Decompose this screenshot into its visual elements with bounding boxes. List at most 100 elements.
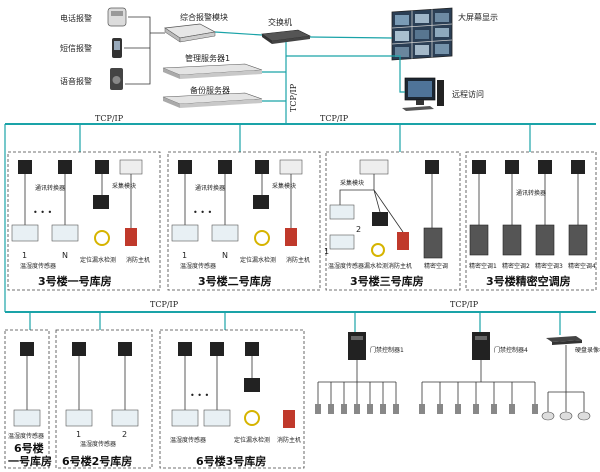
room-b3-2-fire-label: 消防主机 xyxy=(286,256,310,264)
room-b3-3-acq-label: 采集模块 xyxy=(340,179,364,187)
management-server-label: 管理服务器1 xyxy=(185,53,230,63)
acquisition-module-icon xyxy=(359,159,389,175)
room-b3-1-fire-label: 消防主机 xyxy=(126,256,150,264)
door-lock-icon xyxy=(509,404,515,414)
remote-access-wire xyxy=(286,55,405,93)
room-b3-2-acq-label: 采集模块 xyxy=(272,182,296,190)
alarm-module-label: 综合报警模块 xyxy=(180,12,228,22)
backup-server-icon xyxy=(162,92,263,108)
fire-host-icon xyxy=(285,228,297,246)
room-b6-2-n1: 1 xyxy=(76,430,81,439)
door-lock-icon xyxy=(437,404,443,414)
tcpip-vertical-label: TCP/IP xyxy=(289,83,298,112)
sms-alarm-icon xyxy=(112,38,122,58)
leak-cable-icon xyxy=(244,410,260,426)
access-tree-4 xyxy=(419,360,538,414)
room-b3-3-sensor-row-label: 温湿度传感器漏水检测消防主机 xyxy=(328,262,412,270)
access-controller-1-label: 门禁控制器1 xyxy=(370,346,404,354)
room-b6-3-sensor-label: 温湿度传感器 xyxy=(170,436,206,444)
camera-icon xyxy=(559,411,573,421)
room-b3-1-frame xyxy=(7,151,161,291)
voice-alarm-icon xyxy=(110,68,123,90)
room-b3-1-nN: N xyxy=(62,251,68,260)
room-b3-ac-ac1: 精密空调1 xyxy=(469,262,497,270)
room-b6-2-n2: 2 xyxy=(122,430,127,439)
comm-converter-icon xyxy=(18,160,32,174)
room-b3-ac-ac3: 精密空调3 xyxy=(535,262,563,270)
door-lock-icon xyxy=(380,404,386,414)
room-b6-3-devices xyxy=(171,342,295,428)
lower-drop-wires xyxy=(29,312,561,335)
room-b3-ac-frame xyxy=(465,151,597,291)
comm-converter-icon xyxy=(505,160,519,174)
sms-alarm-label: 短信报警 xyxy=(60,43,92,53)
leak-cable-icon xyxy=(371,243,385,257)
room-b3-2-frame xyxy=(167,151,321,291)
room-b3-3-ac-label: 精密空调 xyxy=(424,262,448,270)
door-lock-icon xyxy=(328,404,334,414)
backup-server-label: 备份服务器 xyxy=(190,85,230,95)
room-b6-2-devices xyxy=(65,342,139,427)
room-b6-3-dots: • • • xyxy=(190,391,209,400)
card-reader-icon xyxy=(455,404,461,414)
alarm-module-icon xyxy=(164,23,217,43)
comm-converter-icon xyxy=(118,342,132,356)
temp-humidity-sensor-icon xyxy=(329,204,355,220)
room-b3-1-sensor-label: 温湿度传感器 xyxy=(20,262,56,270)
tcpip-bus-label-4: TCP/IP xyxy=(450,300,479,309)
room-b6-3-fire-label: 消防主机 xyxy=(277,436,301,444)
room-b3-3-devices xyxy=(329,159,443,259)
switch-icon xyxy=(261,29,312,44)
acquisition-module-icon xyxy=(279,159,303,175)
room-b6-3-title: 6号楼3号库房 xyxy=(196,454,266,468)
comm-converter-icon xyxy=(571,160,585,174)
phone-alarm-icon xyxy=(107,7,127,27)
room-b3-2-n1: 1 xyxy=(182,251,187,260)
room-b3-1-converter-label: 通讯转换器 xyxy=(35,184,65,192)
room-b3-1-leak-label: 定位漏水检测 xyxy=(80,256,116,264)
room-b3-2-converter-label: 通讯转换器 xyxy=(195,184,225,192)
access-controller-4-icon xyxy=(472,332,490,360)
door-lock-icon xyxy=(354,404,360,414)
leak-controller-icon xyxy=(93,195,109,209)
room-b3-3-title: 3号楼三号库房 xyxy=(350,274,424,288)
room-b6-1-devices xyxy=(13,342,41,427)
room-b6-1-title-2: 一号库房 xyxy=(8,454,52,468)
room-b3-2-devices xyxy=(171,159,303,246)
dvr-label: 硬盘录像机 xyxy=(575,346,600,354)
switch-label: 交换机 xyxy=(268,17,292,27)
server-wires xyxy=(262,71,286,102)
room-drop-wires xyxy=(79,124,531,152)
leak-cable-icon xyxy=(94,230,110,246)
card-reader-icon xyxy=(341,404,347,414)
comm-converter-icon xyxy=(255,160,269,174)
card-reader-icon xyxy=(367,404,373,414)
temp-humidity-sensor-icon xyxy=(329,234,355,250)
card-reader-icon xyxy=(491,404,497,414)
comm-converter-icon xyxy=(72,342,86,356)
dvr-camera-tree xyxy=(541,345,591,421)
comm-converter-icon xyxy=(58,160,72,174)
temp-humidity-sensor-icon xyxy=(65,409,93,427)
room-b6-2-sensor-label: 温湿度传感器 xyxy=(80,440,116,448)
comm-converter-icon xyxy=(210,342,224,356)
comm-converter-icon xyxy=(472,160,486,174)
remote-access-computer-icon xyxy=(402,77,444,111)
precision-ac-icon xyxy=(502,224,522,256)
card-reader-icon xyxy=(393,404,399,414)
room-b3-1-devices xyxy=(11,159,143,246)
management-server-icon xyxy=(162,63,263,79)
precision-ac-icon xyxy=(568,224,588,256)
leak-controller-icon xyxy=(372,212,388,226)
room-b3-1-dots: • • • xyxy=(33,208,52,217)
voice-alarm-label: 语音报警 xyxy=(60,76,92,86)
room-b3-2-dots: • • • xyxy=(193,208,212,217)
leak-cable-icon xyxy=(254,230,270,246)
room-b3-1-acq-label: 采集模块 xyxy=(112,182,136,190)
room-b3-ac-ac4: 精密空调4 xyxy=(568,262,596,270)
room-b6-1-title-1: 6号楼 xyxy=(14,441,44,455)
room-b3-1-title: 3号楼一号库房 xyxy=(38,274,112,288)
dvr-icon xyxy=(546,336,582,345)
card-reader-icon xyxy=(532,404,538,414)
